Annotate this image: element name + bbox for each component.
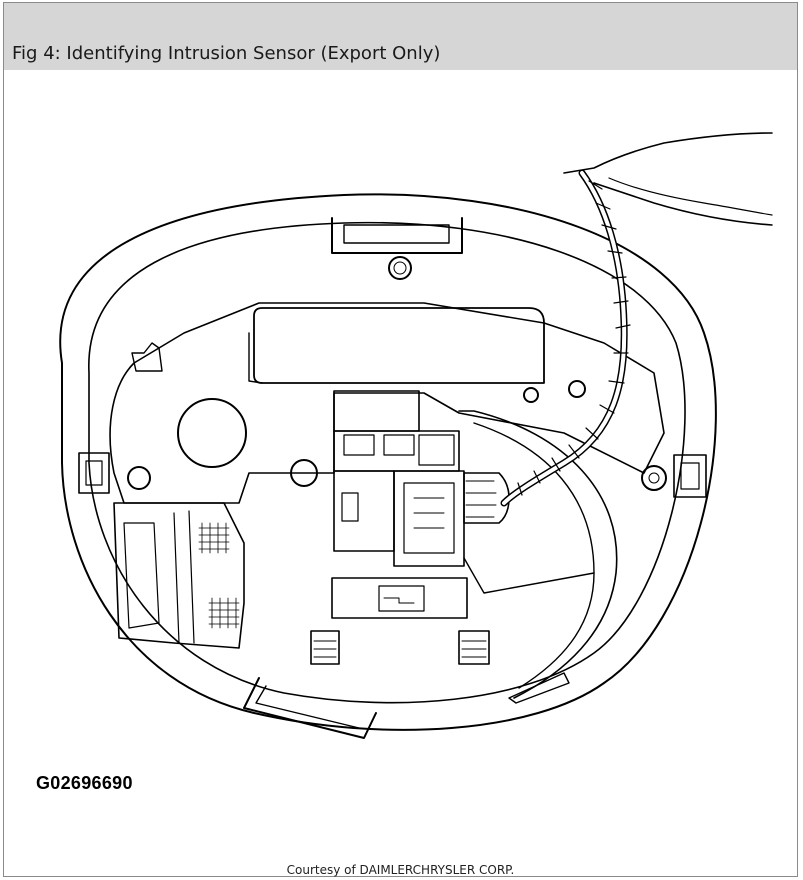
left-tab [78, 452, 110, 494]
electronics-block [333, 390, 420, 432]
harness-guide [458, 410, 618, 699]
figure-title: Fig 4: Identifying Intrusion Sensor (Exp… [12, 43, 441, 64]
inner-housing [88, 221, 686, 704]
figure-credit: Courtesy of DAIMLERCHRYSLER CORP. [286, 863, 515, 877]
figure-header: Fig 4: Identifying Intrusion Sensor (Exp… [4, 3, 797, 70]
cable-end [563, 132, 773, 226]
outer-housing [59, 193, 717, 731]
intrusion-sensor-diagram [59, 132, 773, 739]
sensor-module [253, 307, 545, 384]
left-bracket [113, 502, 245, 649]
mounting-plate [109, 302, 665, 504]
mounting-hole-top [388, 256, 412, 280]
mounting-hole-left [127, 466, 151, 490]
mounting-hole-right [641, 465, 667, 491]
latch-left [310, 630, 340, 665]
right-tab [673, 454, 707, 498]
latch-right [458, 630, 490, 665]
mounting-hole-center [290, 459, 318, 487]
top-tab [331, 217, 463, 254]
figure-frame: Fig 4: Identifying Intrusion Sensor (Exp… [3, 2, 798, 877]
bottom-tab [243, 677, 377, 739]
hatch-pattern [198, 522, 240, 629]
figure-code: G02696690 [36, 773, 133, 793]
wire-tip [508, 672, 570, 704]
upper-left-clip [131, 342, 163, 372]
large-opening [177, 398, 247, 468]
